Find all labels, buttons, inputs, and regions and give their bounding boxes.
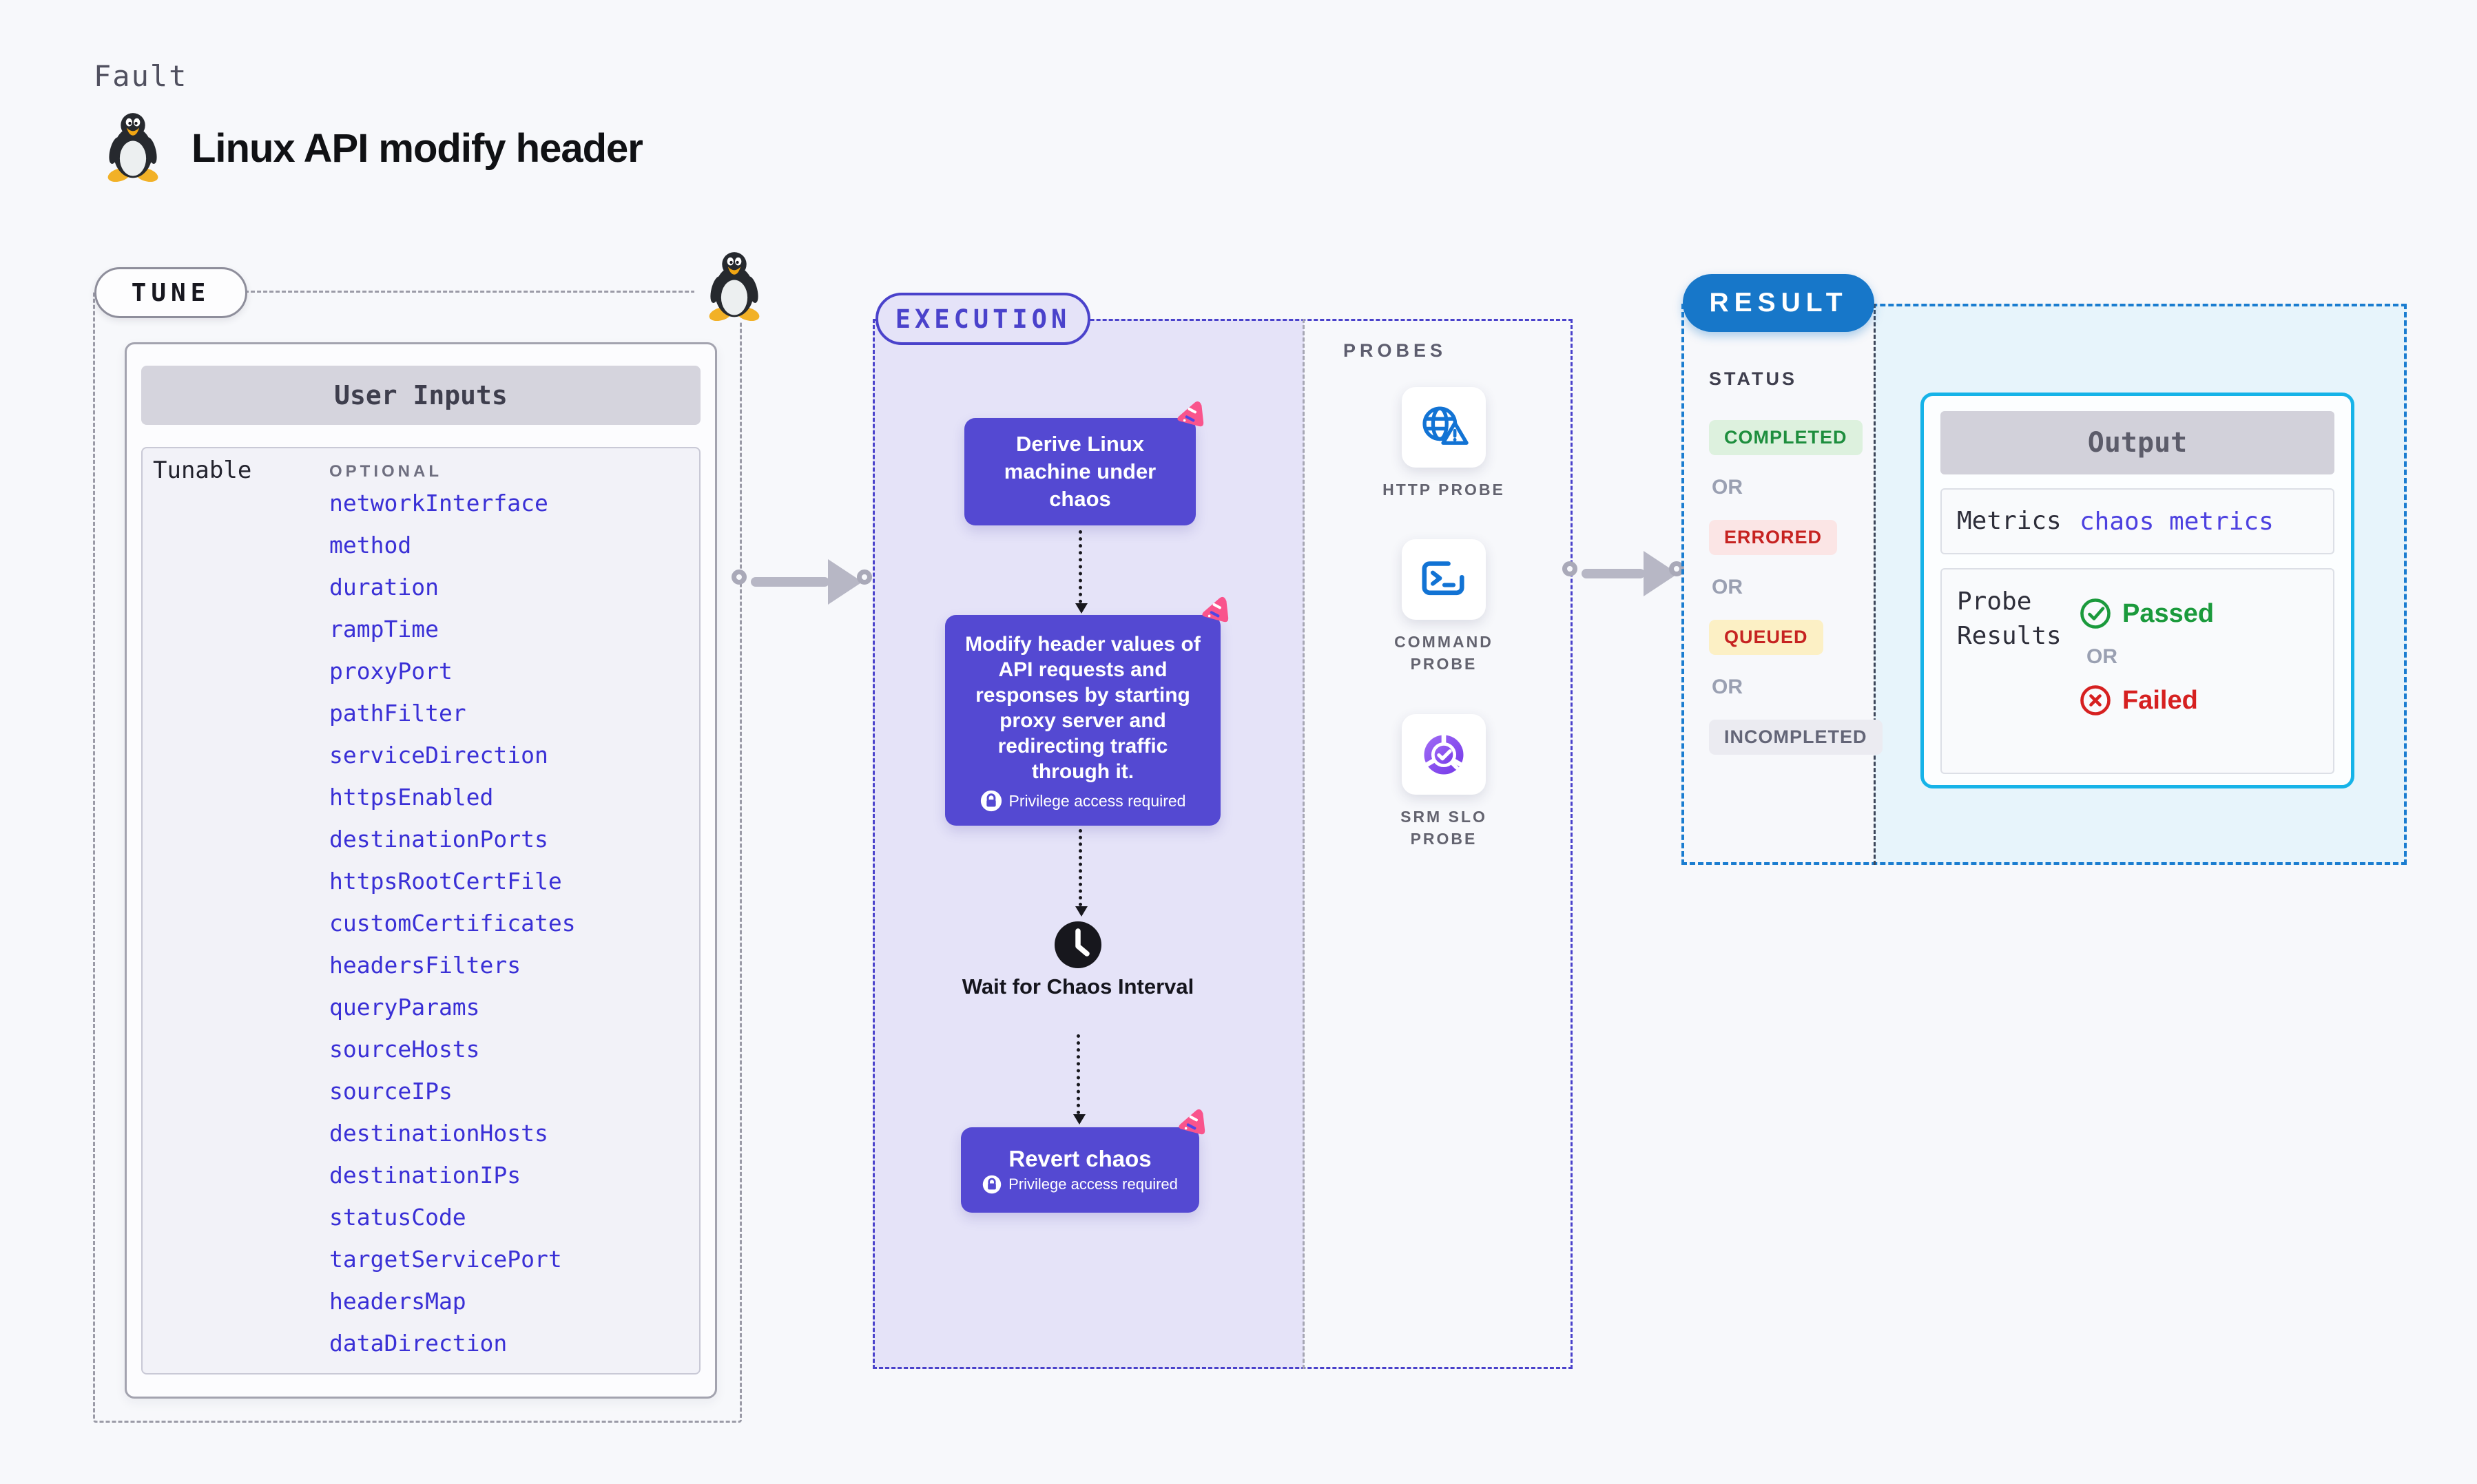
tunable-item: duration xyxy=(329,574,439,600)
lock-icon xyxy=(980,790,1002,812)
result-section xyxy=(1681,304,2407,865)
tunables-panel xyxy=(141,447,701,1375)
or-label: OR xyxy=(2086,645,2117,668)
slo-donut-icon xyxy=(1418,729,1470,781)
output-header: Output xyxy=(1940,411,2334,474)
probe-results-values: Passed OR Failed xyxy=(2080,569,2214,773)
privilege-row: Privilege access required xyxy=(980,790,1186,812)
tunable-item: destinationPorts xyxy=(329,826,548,853)
revert-chaos-node: Revert chaos Privilege access required xyxy=(961,1127,1199,1213)
tune-section xyxy=(93,291,742,1423)
probe-label: COMMAND PROBE xyxy=(1394,633,1493,673)
probe-results-label: Probe Results xyxy=(1957,587,2062,650)
derive-machine-node: Derive Linux machine under chaos xyxy=(964,418,1196,525)
or-label: OR xyxy=(1712,676,1743,698)
modify-header-label: Modify header values of API requests and… xyxy=(965,633,1201,783)
tunable-item: targetServicePort xyxy=(329,1246,562,1273)
modify-header-node: Modify header values of API requests and… xyxy=(945,615,1221,826)
tunable-item: destinationHosts xyxy=(329,1120,548,1147)
optional-column-label: OPTIONAL xyxy=(329,462,442,481)
probes-section-label: PROBES xyxy=(1343,340,1447,361)
probe-label: SRM SLO PROBE xyxy=(1400,808,1487,848)
probe-item: COMMAND PROBE xyxy=(1365,539,1523,675)
tunable-item: statusCode xyxy=(329,1204,466,1231)
result-divider xyxy=(1874,304,1876,865)
status-badge-completed: COMPLETED xyxy=(1709,420,1863,455)
globe-alert-icon xyxy=(1416,404,1471,452)
or-label: OR xyxy=(1712,576,1743,598)
clock-icon xyxy=(1053,920,1103,970)
tunable-item: customCertificates xyxy=(329,910,576,937)
tunable-item: networkInterface xyxy=(329,490,548,516)
tunable-item: headersFilters xyxy=(329,952,521,979)
execution-section xyxy=(873,319,1573,1369)
tunable-item: method xyxy=(329,532,412,558)
status-column: STATUS COMPLETED OR ERRORED OR QUEUED OR INCOM… xyxy=(1709,368,1888,755)
tunable-item: dataDirection xyxy=(329,1330,508,1357)
chaos-fault-icon xyxy=(1194,594,1233,632)
tunable-item: pathFilter xyxy=(329,700,466,727)
status-badge-queued: QUEUED xyxy=(1709,620,1823,655)
flow-arrow xyxy=(1075,530,1088,614)
connector-dot xyxy=(857,569,872,585)
privilege-label: Privilege access required xyxy=(1008,1175,1178,1193)
tunable-row-label: Tunable xyxy=(153,457,252,484)
or-label: OR xyxy=(1712,476,1743,499)
flow-arrow xyxy=(1073,1034,1086,1125)
probe-card xyxy=(1402,714,1486,795)
chaos-fault-icon xyxy=(1171,1106,1210,1145)
tunable-item: serviceDirection xyxy=(329,742,548,769)
connector-dot xyxy=(1562,561,1577,576)
failed-label: Failed xyxy=(2122,685,2198,715)
probe-card xyxy=(1402,387,1486,468)
status-badge-incompleted: INCOMPLETED xyxy=(1709,720,1883,755)
probe-card xyxy=(1402,539,1486,620)
probe-list: HTTP PROBE COMMAND PROBE SRM SLO PROBE xyxy=(1365,387,1523,869)
probe-label: HTTP PROBE xyxy=(1382,481,1505,499)
tunable-item: sourceHosts xyxy=(329,1036,480,1063)
flow-arrow xyxy=(1075,829,1088,917)
category-label: Fault xyxy=(94,59,188,93)
check-circle-icon xyxy=(2080,598,2111,629)
status-list: COMPLETED OR ERRORED OR QUEUED OR INCOMPLETED xyxy=(1709,420,1888,755)
status-badge-errored: ERRORED xyxy=(1709,520,1838,555)
tune-badge: TUNE xyxy=(94,267,247,318)
tunable-item: httpsEnabled xyxy=(329,784,494,811)
passed-label: Passed xyxy=(2122,598,2215,628)
tunable-item: destinationIPs xyxy=(329,1162,521,1189)
user-inputs-header: User Inputs xyxy=(141,366,701,425)
tunable-item: rampTime xyxy=(329,616,439,642)
probes-divider xyxy=(1303,319,1305,1369)
probe-results-row: Probe Results Passed OR Failed xyxy=(1940,568,2334,774)
linux-tux-icon-small xyxy=(704,251,765,322)
x-circle-icon xyxy=(2080,685,2111,715)
linux-tux-icon xyxy=(103,112,163,182)
page-title: Linux API modify header xyxy=(191,126,643,171)
metrics-label: Metrics xyxy=(1957,507,2062,535)
lock-icon xyxy=(982,1175,1002,1194)
probe-item: HTTP PROBE xyxy=(1365,387,1523,501)
tunable-item: sourceIPs xyxy=(329,1078,453,1105)
derive-machine-label: Derive Linux machine under chaos xyxy=(1004,432,1157,511)
revert-chaos-label: Revert chaos xyxy=(1008,1146,1152,1171)
metrics-value: chaos metrics xyxy=(2080,507,2274,536)
privilege-label: Privilege access required xyxy=(1008,791,1186,810)
metrics-row: Metrics chaos metrics xyxy=(1940,488,2334,554)
tunable-item: proxyPort xyxy=(329,658,453,684)
probe-item: SRM SLO PROBE xyxy=(1365,714,1523,850)
tunable-item: queryParams xyxy=(329,994,480,1021)
chaos-fault-icon xyxy=(1170,398,1208,437)
execution-badge: EXECUTION xyxy=(875,293,1090,345)
privilege-row: Privilege access required xyxy=(982,1175,1178,1194)
status-label: STATUS xyxy=(1709,368,1797,389)
connector-dot xyxy=(732,569,747,585)
terminal-icon xyxy=(1418,558,1469,601)
tunables-list: networkInterface method duration rampTime pr… xyxy=(329,482,694,1364)
result-badge: RESULT xyxy=(1683,274,1874,332)
tunable-item: httpsRootCertFile xyxy=(329,868,562,895)
tunable-item: headersMap xyxy=(329,1288,466,1315)
wait-interval-label: Wait for Chaos Interval xyxy=(962,974,1194,999)
output-box: Output Metrics chaos metrics Probe Resul… xyxy=(1920,393,2354,788)
